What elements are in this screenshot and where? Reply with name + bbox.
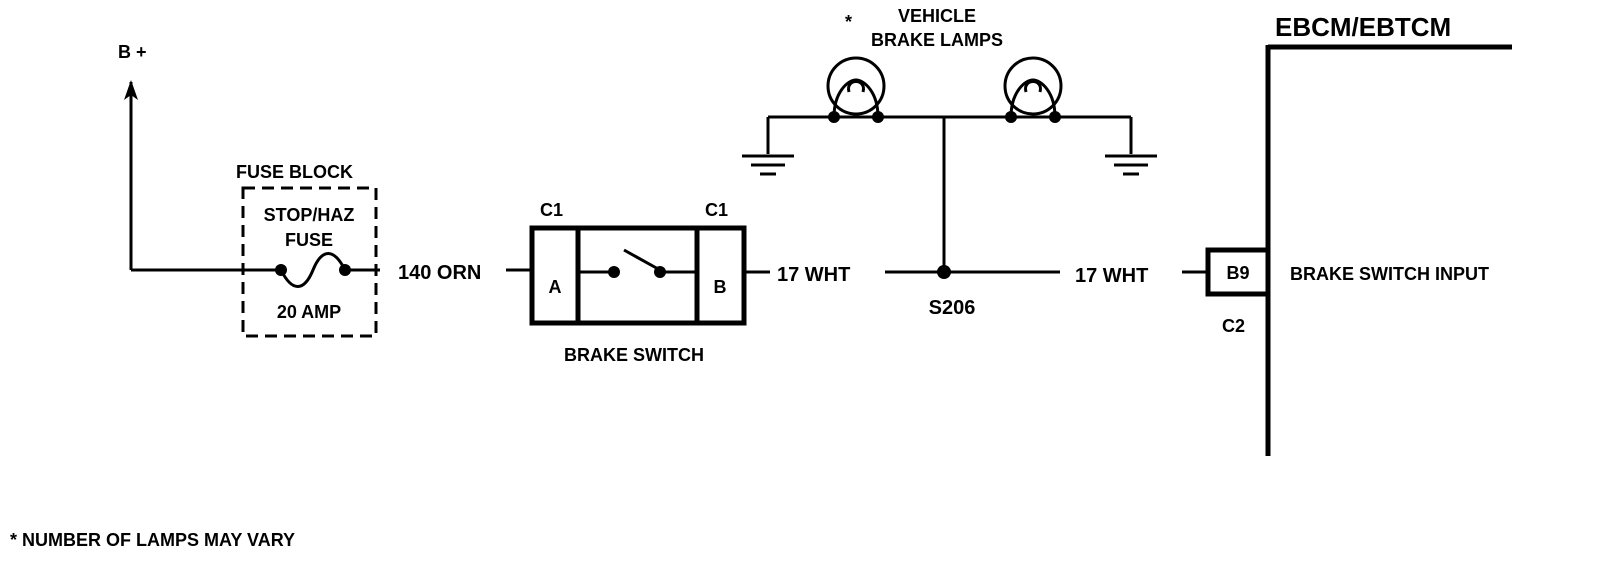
wire-label-17-wht-1: 17 WHT	[777, 264, 850, 286]
module-connector-label: C2	[1222, 316, 1245, 336]
terminal-a-label: A	[549, 277, 562, 297]
terminal-b-label: B	[714, 277, 727, 297]
ground-left-icon	[742, 117, 794, 176]
fuse-name-line1: STOP/HAZ	[264, 205, 355, 225]
connector-c1-right: C1	[705, 200, 728, 220]
splice-label: S206	[929, 297, 976, 319]
fuse-symbol	[275, 252, 351, 288]
switch-contact-symbol	[578, 248, 697, 278]
fuse-rating: 20 AMP	[277, 302, 341, 322]
fuse-block-title: FUSE BLOCK	[236, 162, 353, 182]
power-label: B +	[118, 42, 147, 62]
footnote: * NUMBER OF LAMPS MAY VARY	[10, 530, 295, 550]
power-arrow	[124, 80, 138, 270]
module-pin-box	[1205, 247, 1271, 297]
lamps-asterisk: *	[845, 12, 852, 32]
wire-label-17-wht-2: 17 WHT	[1075, 265, 1148, 287]
brake-lamp-left-icon	[826, 56, 886, 123]
connector-c1-left: C1	[540, 200, 563, 220]
brake-switch-body	[529, 225, 747, 326]
fuse-block-outline	[241, 186, 378, 338]
module-title: EBCM/EBTCM	[1275, 12, 1451, 42]
ground-right-icon	[1105, 117, 1157, 176]
wire-label-140-orn: 140 ORN	[398, 262, 481, 284]
brake-lamp-right-icon	[1003, 56, 1063, 123]
module-pin-label: B9	[1226, 263, 1249, 283]
lamps-label-line1: VEHICLE	[898, 6, 976, 26]
brake-switch-label: BRAKE SWITCH	[564, 345, 704, 365]
lamps-label-line2: BRAKE LAMPS	[871, 30, 1003, 50]
module-input-label: BRAKE SWITCH INPUT	[1290, 264, 1489, 284]
fuse-name-line2: FUSE	[285, 230, 333, 250]
